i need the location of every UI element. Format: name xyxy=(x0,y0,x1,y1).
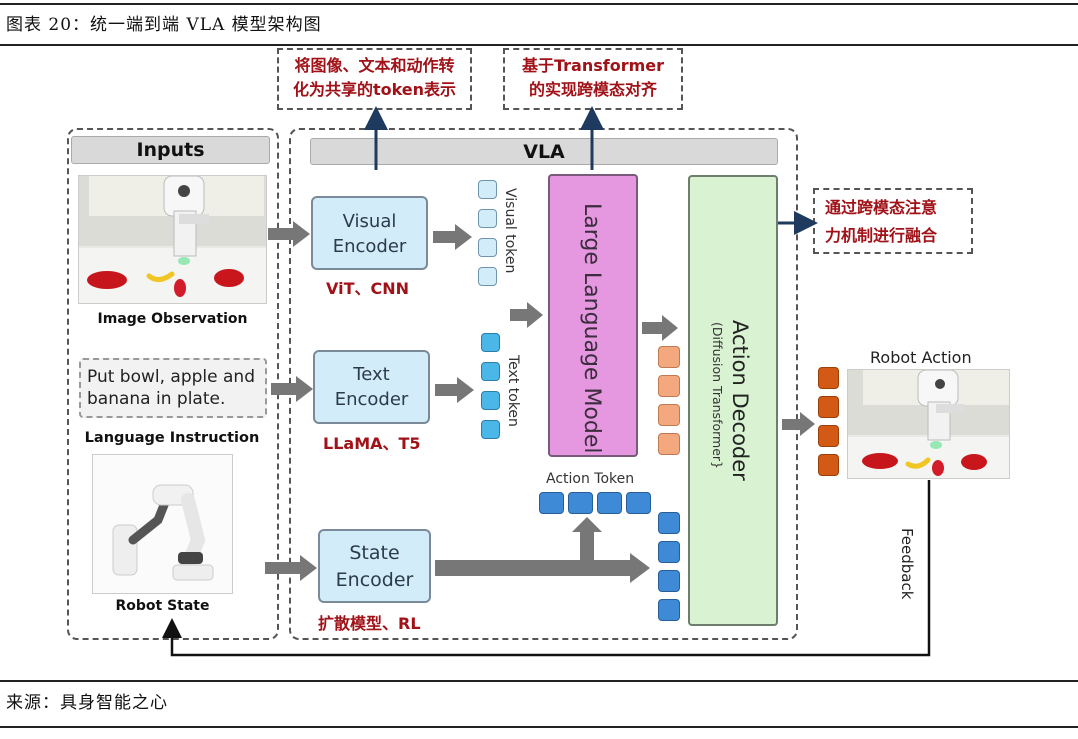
flow-arrow xyxy=(782,412,815,436)
llm-box xyxy=(548,174,638,457)
vla-header: VLA xyxy=(310,138,778,165)
robot-action-label: Robot Action xyxy=(870,348,972,367)
instruction-line: banana in plate. xyxy=(87,389,226,409)
robot-state-label: Robot State xyxy=(115,598,210,614)
caption-rule xyxy=(0,44,1078,46)
state-encoder-examples: 扩散模型、RL xyxy=(318,614,421,633)
robot-action-photo xyxy=(847,369,1010,479)
llm-label: Large Language Model xyxy=(579,203,604,454)
flow-arrow xyxy=(271,376,313,402)
flow-arrow xyxy=(433,224,472,250)
flow-arrow xyxy=(435,377,474,403)
text-token-label: Text token xyxy=(505,355,521,427)
source-text: 来源：具身智能之心 xyxy=(6,693,168,713)
visual-encoder-box: Visual Encoder xyxy=(311,196,428,270)
visual-token-label: Visual token xyxy=(502,188,518,274)
visual-token xyxy=(478,180,497,199)
robot-scene-illustration xyxy=(79,176,266,303)
action-decoder-label: Action Decoder xyxy=(728,320,752,481)
image-observation-photo xyxy=(78,175,267,304)
output-action-token xyxy=(818,425,839,447)
action-token xyxy=(658,541,680,563)
robot-state-photo xyxy=(92,454,233,594)
encoder-label: Encoder xyxy=(335,569,414,591)
llm-output-token xyxy=(658,433,680,455)
action-token xyxy=(539,492,564,514)
encoder-label: Encoder xyxy=(332,236,407,257)
language-instruction-label: Language Instruction xyxy=(84,430,260,446)
flow-arrow xyxy=(435,553,650,583)
state-encoder-box: State Encoder xyxy=(318,529,431,603)
action-token xyxy=(658,512,680,534)
action-token xyxy=(597,492,622,514)
encoder-label: Text xyxy=(353,364,390,385)
note-line: 基于Transformer xyxy=(521,56,665,75)
llm-output-token xyxy=(658,346,680,368)
note-line: 通过跨模态注意 xyxy=(825,198,938,217)
llm-output-token xyxy=(658,375,680,397)
visual-token xyxy=(478,209,497,228)
action-token xyxy=(658,599,680,621)
text-encoder-examples: LLaMA、T5 xyxy=(323,434,421,453)
flow-arrow xyxy=(268,221,310,247)
note-token-representation: 将图像、文本和动作转 化为共享的token表示 xyxy=(277,48,472,110)
output-action-token xyxy=(818,367,839,389)
source-top-rule xyxy=(0,680,1078,682)
feedback-label: Feedback xyxy=(898,528,916,600)
flow-arrows xyxy=(265,221,815,583)
note-line: 的实现跨模态对齐 xyxy=(528,80,657,99)
llm-output-token xyxy=(658,404,680,426)
text-token xyxy=(481,391,500,410)
image-observation-label: Image Observation xyxy=(97,311,248,327)
flow-arrow xyxy=(265,555,317,581)
visual-token xyxy=(478,238,497,257)
action-token xyxy=(626,492,651,514)
encoder-label: Visual xyxy=(342,211,397,232)
instruction-textbox: Put bowl, apple and banana in plate. xyxy=(79,358,267,418)
top-rule xyxy=(0,3,1078,5)
action-decoder-box xyxy=(688,175,778,626)
output-action-token xyxy=(818,454,839,476)
note-line: 将图像、文本和动作转 xyxy=(294,56,455,75)
figure-caption: 图表 20：统一端到端 VLA 模型架构图 xyxy=(6,15,322,35)
output-action-token xyxy=(818,396,839,418)
encoder-label: Encoder xyxy=(334,389,409,410)
inputs-header: Inputs xyxy=(71,136,270,164)
action-decoder-sublabel: (Diffusion Transformer} xyxy=(710,322,725,469)
visual-token xyxy=(478,267,497,286)
flow-arrow xyxy=(642,315,678,341)
text-token xyxy=(481,420,500,439)
bottom-rule xyxy=(0,726,1078,728)
action-token-label: Action Token xyxy=(546,471,635,487)
note-line: 化为共享的token表示 xyxy=(292,80,457,99)
flow-arrow xyxy=(510,302,543,328)
note-line: 力机制进行融合 xyxy=(825,226,938,245)
text-encoder-box: Text Encoder xyxy=(313,350,430,424)
action-token xyxy=(658,570,680,592)
text-token xyxy=(481,333,500,352)
robot-arm-illustration xyxy=(112,484,214,581)
instruction-line: Put bowl, apple and xyxy=(87,367,255,387)
action-token xyxy=(568,492,593,514)
robot-scene-illustration xyxy=(848,370,1009,478)
visual-encoder-examples: ViT、CNN xyxy=(326,279,410,298)
feedback-loop-arrow xyxy=(162,480,931,657)
encoder-label: State xyxy=(349,542,400,564)
text-token xyxy=(481,362,500,381)
flow-arrow xyxy=(572,517,602,560)
